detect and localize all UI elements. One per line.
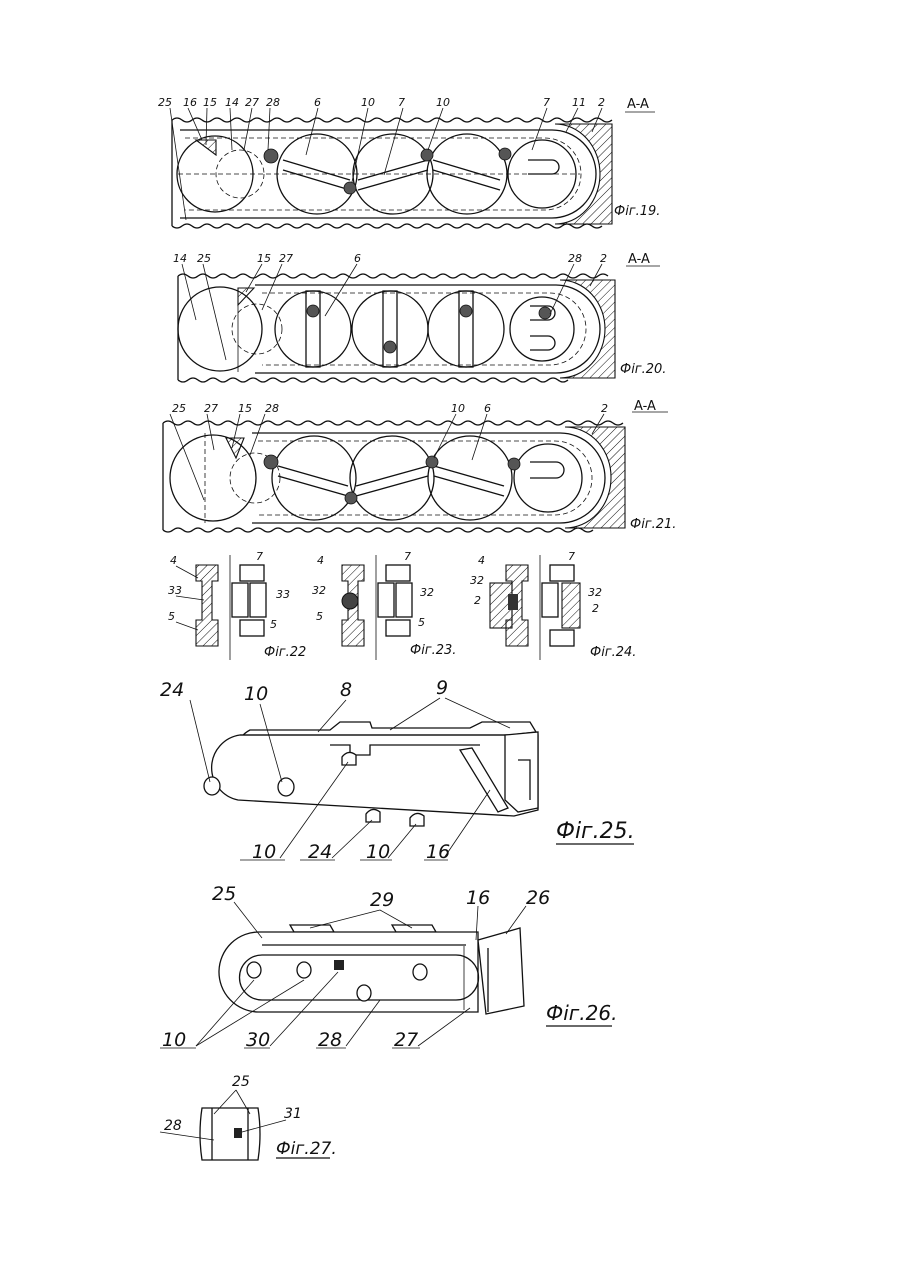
fig21-label: 28 (265, 402, 279, 415)
figure-19: 25 16 15 14 27 28 6 10 7 10 7 11 2 A-A Ф… (158, 96, 660, 228)
fig23-label: 32 (312, 584, 326, 597)
fig19-label: 7 (398, 96, 405, 109)
fig22-label: 33 (168, 584, 182, 597)
fig27-label: 28 (164, 1118, 182, 1134)
fig20-label: 25 (197, 252, 211, 265)
fig26-label: 29 (370, 889, 394, 911)
fig25-caption: Фіг.25. (556, 819, 635, 844)
fig23-label: 5 (316, 610, 323, 623)
fig21-label: 27 (204, 402, 218, 415)
fig25-label: 10 (366, 841, 390, 863)
fig21-section: A-A (634, 399, 656, 414)
housing-end-block (560, 280, 615, 378)
figure-26: 25 29 16 26 10 30 28 27 Фіг.26. (160, 883, 617, 1051)
fig20-label: 6 (354, 252, 361, 265)
fig24-label: 32 (470, 574, 484, 587)
figure-22: 4 7 33 33 5 5 Фіг.22 (168, 550, 306, 660)
figure-27: 25 28 31 Фіг.27. (160, 1074, 337, 1160)
fig19-label: 7 (543, 96, 550, 109)
figure-20: 14 25 15 27 6 28 2 A-A Фіг.20. (173, 252, 666, 382)
fig26-caption: Фіг.26. (546, 1001, 617, 1025)
fig26-label: 28 (318, 1029, 342, 1051)
fig26-label: 26 (526, 887, 550, 909)
fig24-label: 4 (478, 554, 485, 567)
fig20-label: 14 (173, 252, 187, 265)
fig20-label: 2 (600, 252, 607, 265)
fig20-caption: Фіг.20. (620, 362, 666, 377)
fig22-label: 5 (168, 610, 175, 623)
fig21-label: 2 (601, 402, 608, 415)
fig19-label: 15 (203, 96, 217, 109)
fig25-label: 10 (244, 683, 268, 705)
fig22-label: 33 (276, 588, 290, 601)
fig25-label: 9 (436, 677, 448, 699)
fig23-label: 5 (418, 616, 425, 629)
fig21-caption: Фіг.21. (630, 517, 676, 532)
fig27-label: 25 (232, 1074, 250, 1090)
fig20-section: A-A (628, 252, 650, 267)
housing-end-block (565, 427, 625, 528)
fig27-caption: Фіг.27. (276, 1139, 337, 1159)
fig24-label: 2 (474, 594, 481, 607)
fig19-label: 28 (266, 96, 280, 109)
fig19-section: A-A (627, 97, 649, 112)
fig23-label: 32 (420, 586, 434, 599)
fig24-caption: Фіг.24. (590, 645, 636, 660)
fig19-label: 2 (598, 96, 605, 109)
figure-21: 25 27 15 28 10 6 2 A-A Фіг.21. (163, 399, 676, 532)
fig19-label: 14 (225, 96, 239, 109)
fig19-label: 16 (183, 96, 197, 109)
fig22-label: 7 (256, 550, 263, 563)
fig21-label: 25 (172, 402, 186, 415)
figure-23: 4 7 32 32 5 5 Фіг.23. (312, 550, 456, 660)
fig19-label: 10 (361, 96, 375, 109)
fig23-label: 7 (404, 550, 411, 563)
fig26-label: 16 (466, 887, 490, 909)
fig19-label: 6 (314, 96, 321, 109)
fig20-label: 15 (257, 252, 271, 265)
fig24-label: 2 (592, 602, 599, 615)
wedge-15 (238, 288, 254, 305)
fig25-label: 24 (160, 679, 184, 701)
fig23-label: 4 (317, 554, 324, 567)
fig21-label: 10 (451, 402, 465, 415)
fig26-label: 10 (162, 1029, 186, 1051)
fig19-label: 11 (572, 96, 586, 109)
fig23-caption: Фіг.23. (410, 643, 456, 658)
fig19-caption: Фіг.19. (614, 204, 660, 219)
fig22-label: 5 (270, 618, 277, 631)
fig19-label: 25 (158, 96, 172, 109)
fig22-label: 4 (170, 554, 177, 567)
fig19-label: 10 (436, 96, 450, 109)
fig26-label: 27 (394, 1029, 418, 1051)
fig20-label: 28 (568, 252, 582, 265)
fig20-label: 27 (279, 252, 293, 265)
fig21-label: 15 (238, 402, 252, 415)
fig25-label: 10 (252, 841, 276, 863)
wedge-15 (226, 438, 244, 458)
fig26-label: 25 (212, 883, 236, 905)
fig22-caption: Фіг.22 (264, 645, 306, 660)
fig24-label: 7 (568, 550, 575, 563)
fig26-label: 30 (246, 1029, 270, 1051)
fig25-label: 8 (340, 679, 352, 701)
fig27-label: 31 (284, 1106, 302, 1122)
figure-24: 4 7 32 32 2 2 Фіг.24. (470, 550, 636, 660)
fig25-label: 16 (426, 841, 450, 863)
fig21-label: 6 (484, 402, 491, 415)
figure-25: 24 10 8 9 10 24 10 16 Фіг.25. (160, 677, 635, 863)
fig25-label: 24 (308, 841, 332, 863)
fig19-label: 27 (245, 96, 259, 109)
fig24-label: 32 (588, 586, 602, 599)
